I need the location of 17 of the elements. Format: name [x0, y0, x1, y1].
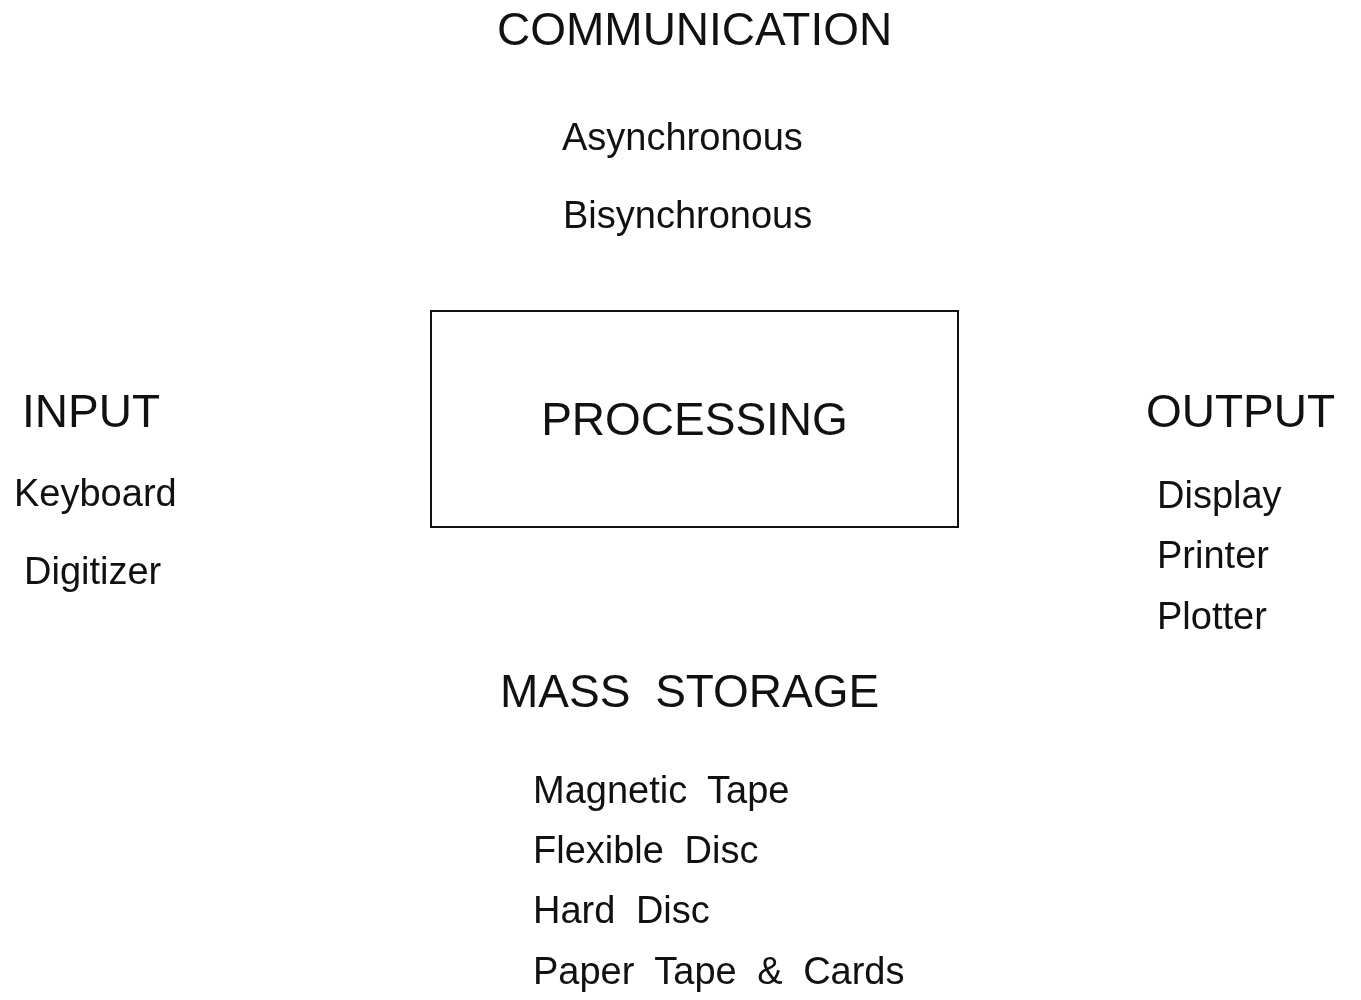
list-item: Asynchronous: [562, 118, 803, 156]
group-heading: INPUT: [22, 388, 160, 434]
group-heading: COMMUNICATION: [497, 6, 893, 52]
list-item: Magnetic Tape: [533, 771, 790, 809]
list-item: Bisynchronous: [563, 196, 813, 234]
list-item: Plotter: [1157, 597, 1267, 635]
list-item: Display: [1157, 476, 1282, 514]
list-item: Paper Tape & Cards: [533, 952, 905, 990]
list-item: Flexible Disc: [533, 831, 759, 869]
list-item: Digitizer: [24, 552, 162, 590]
list-item: Keyboard: [14, 474, 177, 512]
list-item: Hard Disc: [533, 891, 710, 929]
process-box: [430, 310, 959, 528]
list-item: Printer: [1157, 536, 1269, 574]
group-heading: MASS STORAGE: [500, 668, 880, 714]
group-heading: OUTPUT: [1146, 388, 1336, 434]
process-label: PROCESSING: [541, 396, 848, 442]
